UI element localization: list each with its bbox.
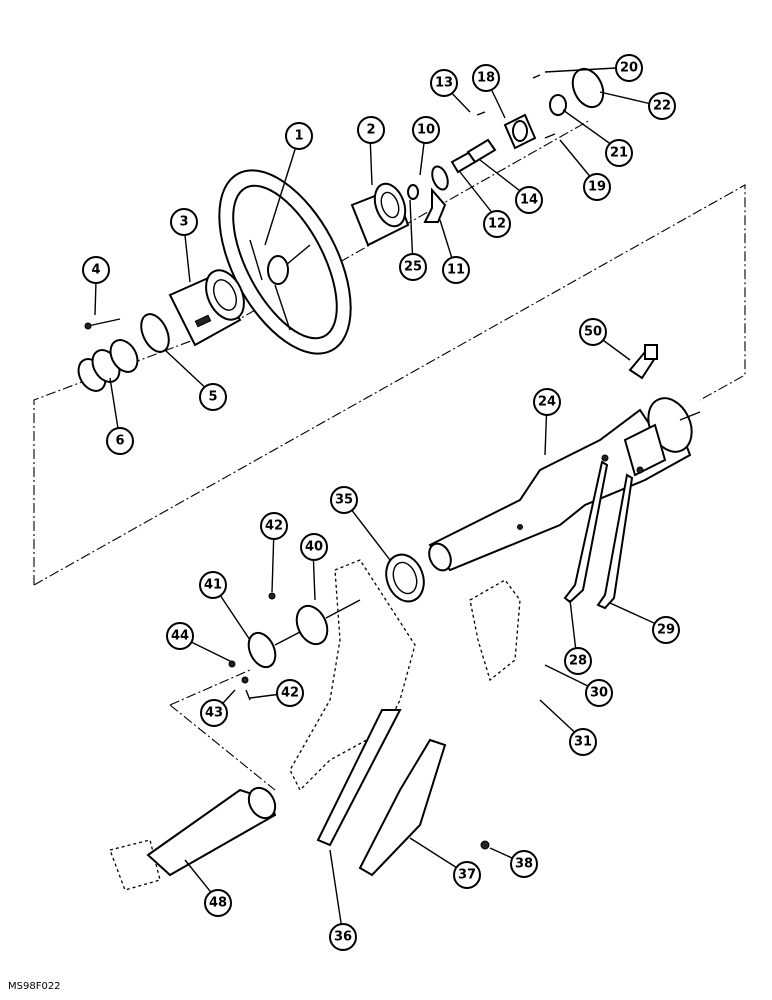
svg-text:12: 12 bbox=[488, 217, 506, 232]
svg-text:44: 44 bbox=[171, 629, 189, 644]
callout-41: 41 bbox=[199, 571, 227, 599]
callout-35: 35 bbox=[330, 486, 358, 514]
figure-code: MS98F022 bbox=[8, 981, 61, 992]
callout-48: 48 bbox=[204, 889, 232, 917]
callout-3: 3 bbox=[170, 208, 198, 236]
hub-cover bbox=[350, 182, 410, 247]
switch-50 bbox=[628, 344, 658, 380]
svg-text:21: 21 bbox=[610, 146, 628, 161]
svg-text:24: 24 bbox=[538, 395, 556, 410]
callout-43: 43 bbox=[200, 699, 228, 727]
callout-24: 24 bbox=[533, 388, 561, 416]
svg-text:10: 10 bbox=[417, 123, 435, 138]
callout-31: 31 bbox=[569, 728, 597, 756]
steering-wheel bbox=[218, 169, 352, 355]
callout-29: 29 bbox=[652, 616, 680, 644]
svg-text:35: 35 bbox=[335, 493, 353, 508]
callout-18: 18 bbox=[472, 64, 500, 92]
svg-text:14: 14 bbox=[520, 193, 538, 208]
svg-text:13: 13 bbox=[435, 76, 453, 91]
callout-2: 2 bbox=[357, 116, 385, 144]
svg-text:11: 11 bbox=[447, 263, 465, 278]
callout-1: 1 bbox=[285, 122, 313, 150]
spring-rings bbox=[77, 339, 139, 392]
svg-text:25: 25 bbox=[404, 260, 422, 275]
callout-40: 40 bbox=[300, 533, 328, 561]
callout-14: 14 bbox=[515, 186, 543, 214]
svg-text:42: 42 bbox=[281, 686, 299, 701]
callout-28: 28 bbox=[564, 647, 592, 675]
callout-25: 25 bbox=[399, 253, 427, 281]
svg-text:3: 3 bbox=[179, 215, 188, 230]
callout-11: 11 bbox=[442, 256, 470, 284]
svg-text:48: 48 bbox=[209, 896, 227, 911]
callout-37: 37 bbox=[453, 861, 481, 889]
callout-19: 19 bbox=[583, 173, 611, 201]
callout-4: 4 bbox=[82, 256, 110, 284]
steering-column bbox=[428, 397, 701, 572]
cover-panels bbox=[316, 709, 490, 877]
svg-text:20: 20 bbox=[620, 61, 638, 76]
svg-text:50: 50 bbox=[584, 325, 602, 340]
svg-text:4: 4 bbox=[91, 263, 100, 278]
callout-38: 38 bbox=[510, 850, 538, 878]
svg-text:40: 40 bbox=[305, 540, 323, 555]
lower-shaft bbox=[109, 786, 277, 891]
svg-text:1: 1 bbox=[294, 129, 303, 144]
callout-42-top: 42 bbox=[260, 512, 288, 540]
svg-text:42: 42 bbox=[265, 519, 283, 534]
svg-text:18: 18 bbox=[477, 71, 495, 86]
universal-joint bbox=[228, 592, 361, 701]
svg-text:37: 37 bbox=[458, 868, 476, 883]
callout-36: 36 bbox=[329, 923, 357, 951]
callout-12: 12 bbox=[483, 210, 511, 238]
svg-text:5: 5 bbox=[208, 390, 217, 405]
svg-text:31: 31 bbox=[574, 735, 592, 750]
callout-20: 20 bbox=[615, 54, 643, 82]
callout-10: 10 bbox=[412, 116, 440, 144]
svg-text:28: 28 bbox=[569, 654, 587, 669]
svg-text:29: 29 bbox=[657, 623, 675, 638]
svg-text:43: 43 bbox=[205, 706, 223, 721]
svg-text:30: 30 bbox=[590, 686, 608, 701]
screw-4 bbox=[84, 318, 121, 330]
callout-21: 21 bbox=[605, 139, 633, 167]
svg-text:22: 22 bbox=[653, 99, 671, 114]
horn-housing bbox=[168, 269, 245, 347]
side-bracket-dotted bbox=[469, 579, 521, 682]
callout-13: 13 bbox=[430, 69, 458, 97]
callout-30: 30 bbox=[585, 679, 613, 707]
retaining-ring bbox=[140, 313, 170, 353]
svg-text:41: 41 bbox=[204, 578, 222, 593]
callout-22: 22 bbox=[648, 92, 676, 120]
horn-contact-parts bbox=[407, 67, 605, 223]
svg-text:38: 38 bbox=[515, 857, 533, 872]
callout-42-bottom: 42 bbox=[276, 679, 304, 707]
bearing-35 bbox=[385, 553, 425, 603]
callout-44: 44 bbox=[166, 622, 194, 650]
callout-5: 5 bbox=[199, 383, 227, 411]
svg-text:36: 36 bbox=[334, 930, 352, 945]
svg-text:19: 19 bbox=[588, 180, 606, 195]
svg-text:6: 6 bbox=[115, 434, 124, 449]
svg-text:2: 2 bbox=[366, 123, 375, 138]
callout-6: 6 bbox=[106, 427, 134, 455]
callout-50: 50 bbox=[579, 318, 607, 346]
